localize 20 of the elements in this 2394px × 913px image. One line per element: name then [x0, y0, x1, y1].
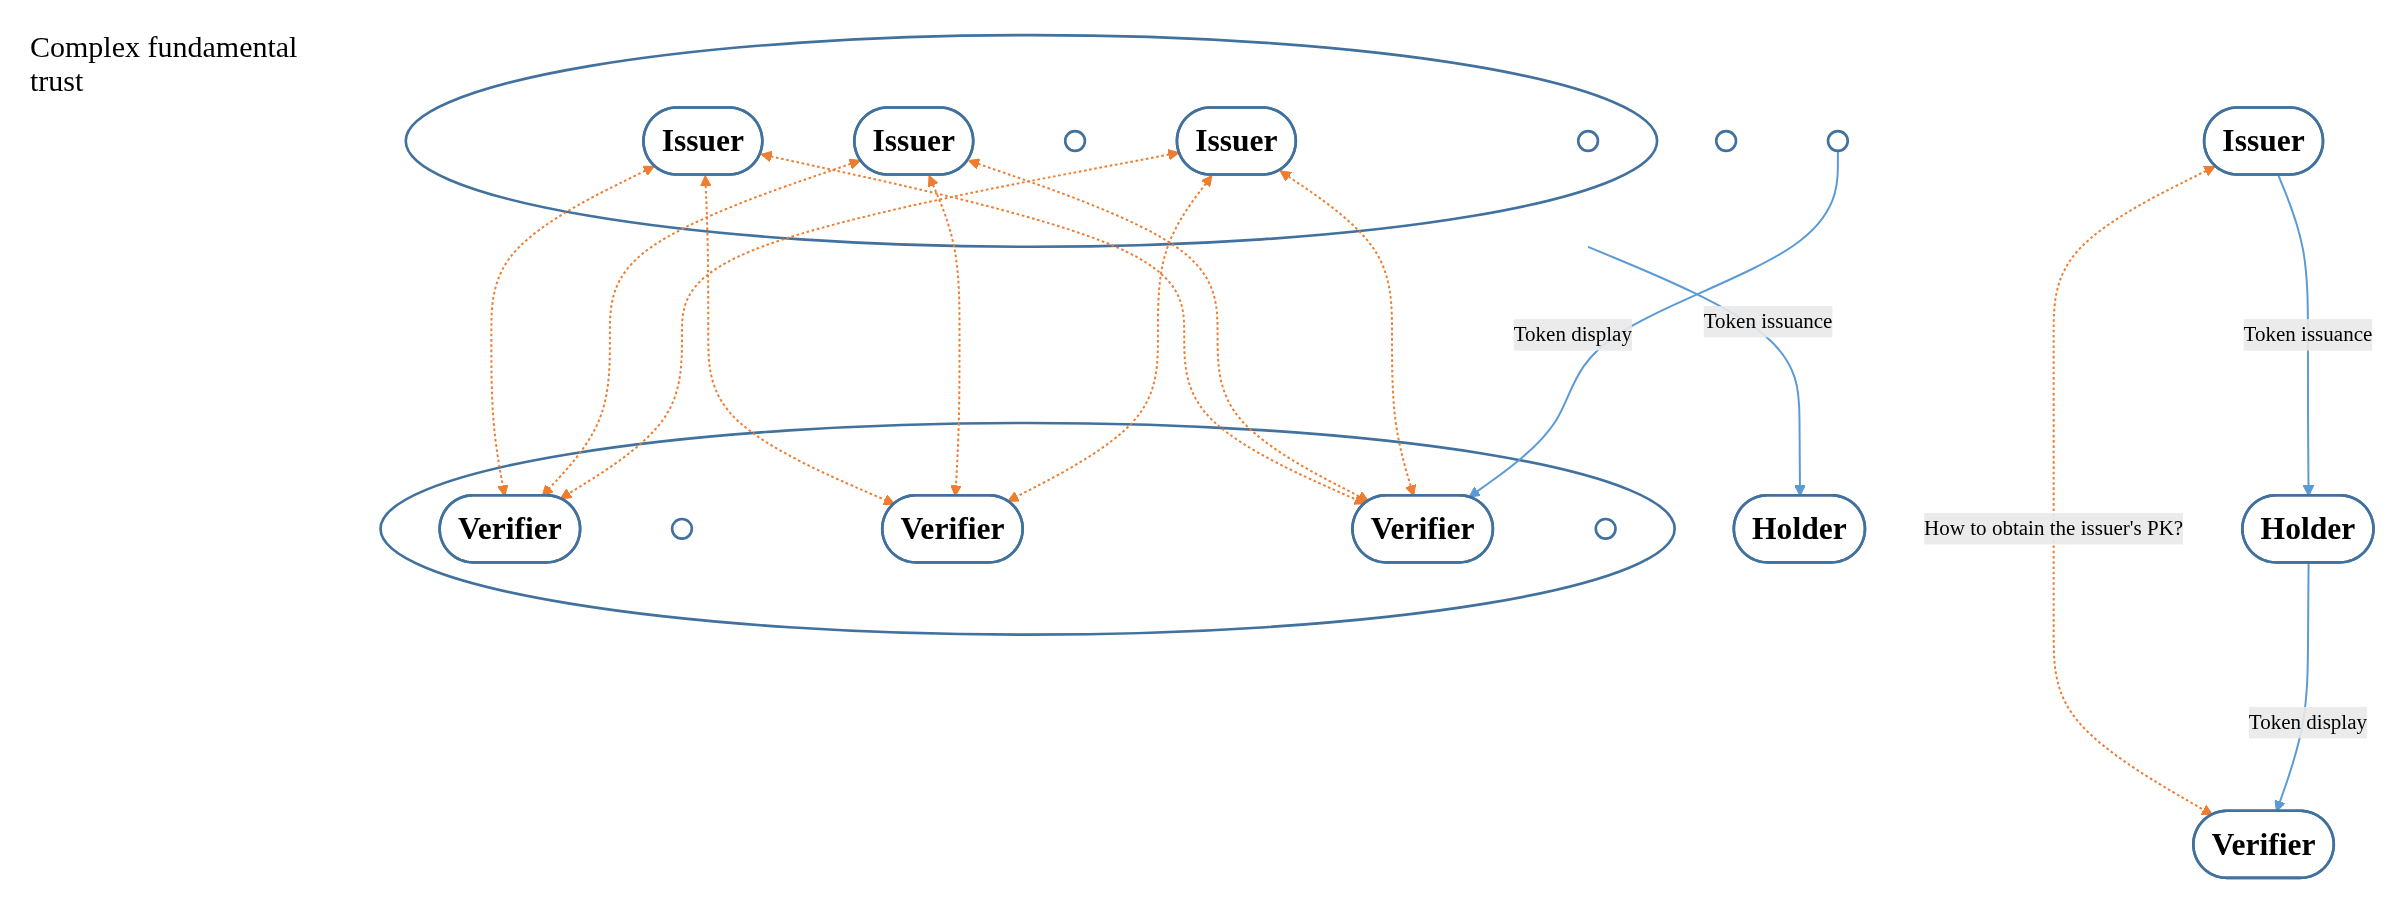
edge-label: Token issuance: [1703, 310, 1833, 333]
node-circle: [1594, 517, 1617, 540]
arrow: [1007, 175, 1213, 502]
node-circle: [670, 517, 694, 540]
edge-label: Token issuance: [2243, 323, 2373, 346]
cluster: [379, 421, 1676, 636]
node-circle: [1576, 129, 1600, 153]
edge-label: Token display: [2248, 710, 2368, 734]
edge-label: How to obtain the issuer's PK?: [1924, 516, 2184, 540]
node-circle: [1063, 129, 1087, 153]
node-circle: [1714, 129, 1738, 153]
arrow: [2052, 165, 2216, 816]
note-label: Complex fundamental trust: [30, 30, 299, 98]
node-circle: [1826, 129, 1850, 153]
edge-label: Token display: [1513, 323, 1632, 346]
arrow: [760, 150, 1366, 505]
arrow: [968, 158, 1370, 502]
arrow: [699, 175, 896, 506]
cluster: [404, 33, 1659, 249]
arrow: [560, 149, 1180, 500]
